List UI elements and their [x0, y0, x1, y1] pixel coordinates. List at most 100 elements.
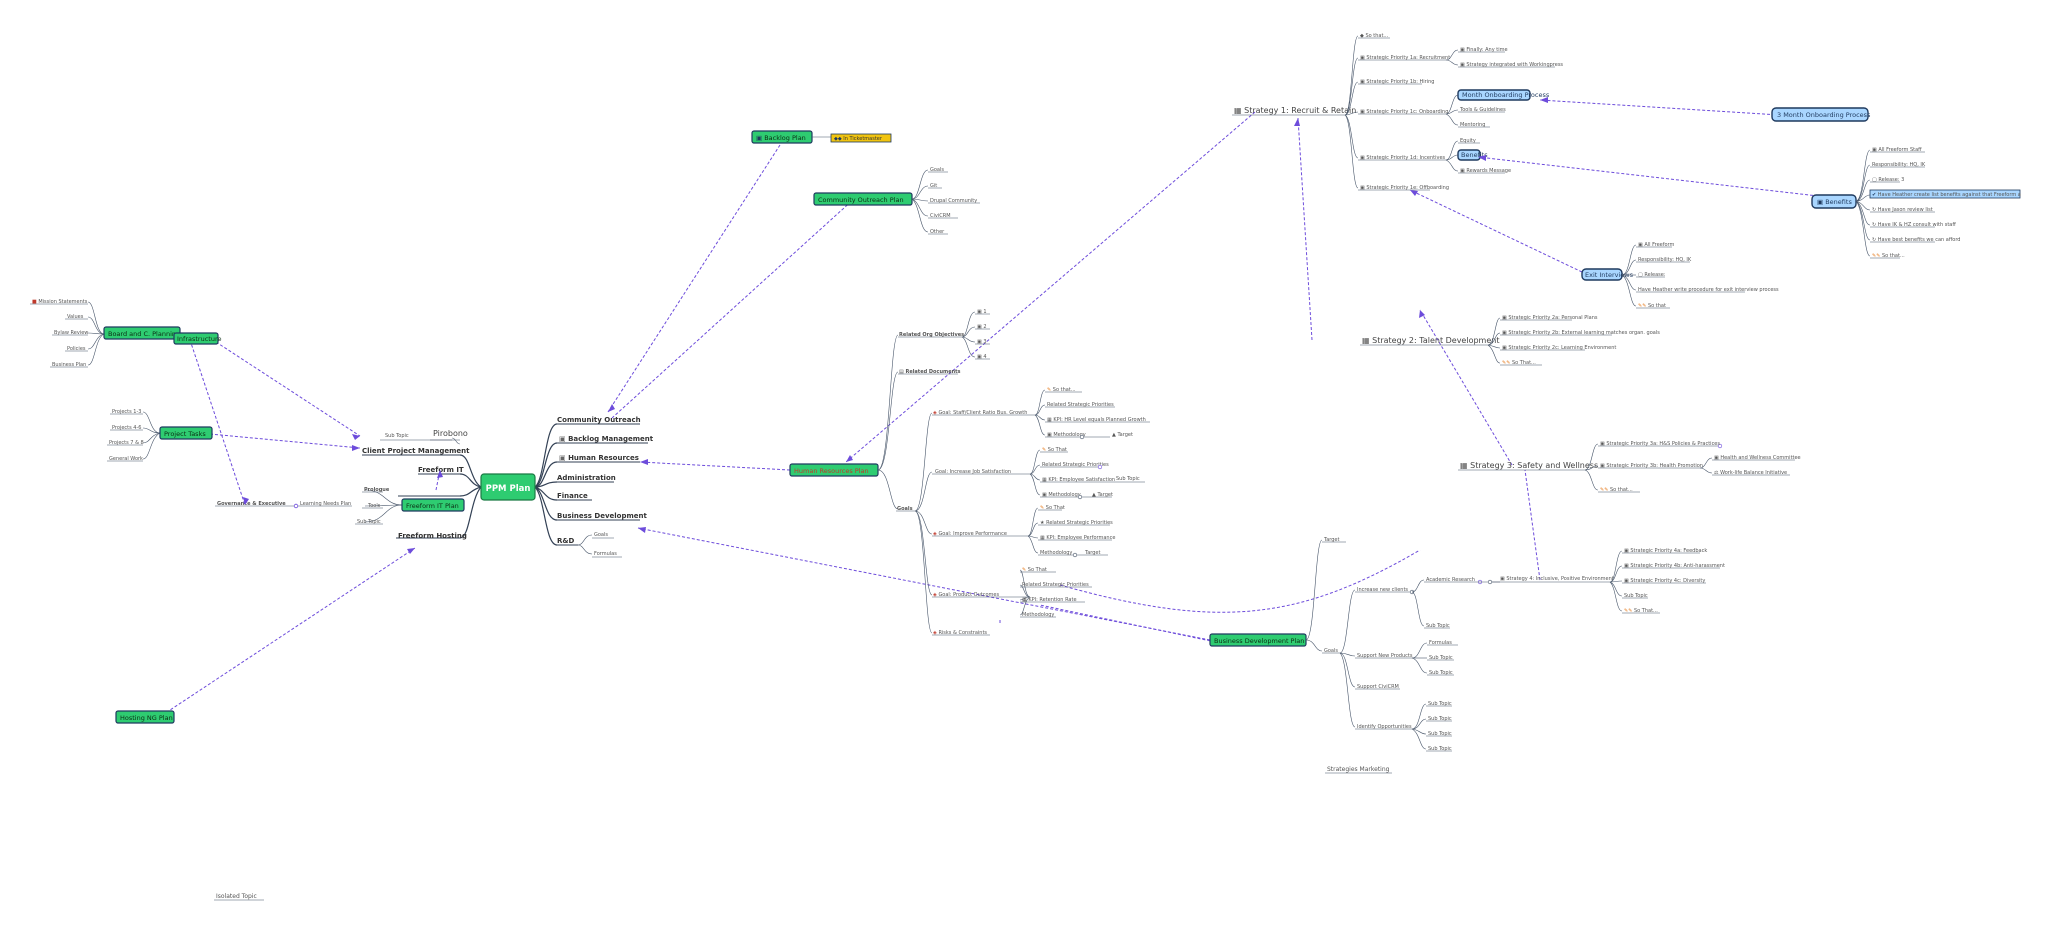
bd-identify-item-0[interactable]: Sub Topic	[1428, 701, 1452, 707]
community-item-4[interactable]: Other	[930, 229, 945, 235]
goal1-item-0[interactable]: ✎ So that...	[1047, 387, 1076, 393]
pirobono-sub-topic[interactable]: Sub Topic	[385, 433, 409, 439]
s3-so-that[interactable]: ✎✎ So that...	[1600, 487, 1633, 493]
benefits-item-7[interactable]: ✎✎ So that...	[1872, 253, 1905, 259]
s1-hiring[interactable]: ▣ Strategic Priority 1b: Hiring	[1360, 79, 1434, 85]
branch-finance[interactable]: Finance	[557, 492, 588, 500]
freeform-it-plan-box[interactable]	[401, 498, 465, 512]
goal1-target[interactable]: ▲ Target	[1112, 432, 1133, 438]
s1-offboarding[interactable]: ▣ Strategic Priority 1e: Offboarding	[1360, 185, 1449, 191]
benefits-selected-item[interactable]	[1869, 189, 2021, 199]
objective-2[interactable]: ▣ 2	[977, 324, 987, 330]
benefits-item-4[interactable]: ↻ Have Jason review list	[1872, 207, 1933, 213]
strategies-marketing[interactable]: Strategies Marketing	[1327, 766, 1390, 773]
rd-formulas[interactable]: Formulas	[594, 551, 617, 557]
governance-label[interactable]: Governance & Executive	[217, 501, 286, 507]
board-item-2[interactable]: Bylaw Review	[54, 330, 88, 336]
goal4-item-1[interactable]: Related Strategic Priorities	[1022, 582, 1089, 588]
branch-backlog-management[interactable]: ▣ Backlog Management	[559, 435, 654, 443]
goal2-item-0[interactable]: ✎ So That	[1042, 447, 1067, 453]
goal1-item-1[interactable]: Related Strategic Priorities	[1047, 402, 1114, 408]
project-item-3[interactable]: General Work	[109, 456, 143, 462]
bd-support-item-2[interactable]: Sub Topic	[1429, 670, 1453, 676]
community-item-0[interactable]: Goals	[930, 167, 944, 173]
benefits-box[interactable]	[1811, 194, 1857, 209]
goal3-item-0[interactable]: ✎ So That	[1040, 505, 1065, 511]
month-onboarding-box[interactable]	[1457, 89, 1531, 101]
hr-goal-1[interactable]: ◈ Goal: Staff/Client Ratio Bus. Growth	[933, 410, 1027, 416]
s1-incentive-item-2[interactable]: ▣ Rewards Message	[1460, 168, 1511, 174]
exit-interviews-box[interactable]	[1581, 268, 1623, 281]
branch-rd[interactable]: R&D	[557, 537, 574, 545]
s2-item-2[interactable]: ▣ Strategic Priority 2c: Learning Enviro…	[1502, 345, 1616, 351]
onboarding-process-box[interactable]	[1771, 107, 1869, 122]
strategy4-title[interactable]: ▣ Strategy 4: Inclusive, Positive Enviro…	[1500, 576, 1614, 582]
goal4-item-0[interactable]: ✎ So That	[1022, 567, 1047, 573]
s3-p3b[interactable]: ▣ Strategic Priority 3b: Health Promotio…	[1600, 463, 1703, 469]
bd-identify-item-3[interactable]: Sub Topic	[1428, 746, 1452, 752]
benefits-item-6[interactable]: ↻ Have best benefits we can afford	[1872, 237, 1960, 243]
s2-item-1[interactable]: ▣ Strategic Priority 2b: External learni…	[1502, 330, 1660, 336]
hr-related-objectives[interactable]: Related Org Objectives	[899, 332, 964, 338]
goal2-subtopic[interactable]: Sub Topic	[1116, 476, 1140, 482]
s1-onboarding-item-1[interactable]: Tools & Guidelines	[1459, 107, 1506, 113]
goal1-item-3[interactable]: ▣ Methodology	[1047, 432, 1086, 438]
objective-3[interactable]: ▣ 3	[977, 339, 987, 345]
exit-item-2[interactable]: ▢ Release:	[1638, 272, 1666, 278]
hr-risks[interactable]: ◈ Risks & Constraints	[933, 630, 987, 636]
goal1-item-2[interactable]: ▦ KPI: HR Level equals Planned Growth	[1047, 417, 1146, 423]
community-item-1[interactable]: Git	[930, 183, 937, 189]
bd-identify[interactable]: Identify Opportunities	[1357, 724, 1412, 730]
s1-so-that[interactable]: ◆ So that...	[1360, 33, 1389, 39]
isolated-topic[interactable]: Isolated Topic	[216, 893, 257, 900]
goal4-item-2[interactable]: ▦ KPI: Retention Rate	[1022, 597, 1077, 603]
s1-recruit-item-1[interactable]: ▣ Strategy integrated with Workingpress	[1460, 62, 1563, 68]
community-item-2[interactable]: Drupal Community	[930, 198, 977, 204]
learning-needs-label[interactable]: Learning Needs Plan	[300, 501, 351, 507]
bd-identify-item-1[interactable]: Sub Topic	[1428, 716, 1452, 722]
it-item-2[interactable]: Sub Topic	[357, 519, 381, 525]
goal4-item-3[interactable]: Methodology	[1022, 612, 1054, 618]
branch-freeform-it[interactable]: Freeform IT	[418, 466, 464, 474]
board-item-1[interactable]: Values	[67, 314, 84, 320]
goal2-item-2[interactable]: ▦ KPI: Employee Satisfaction	[1042, 477, 1115, 483]
hr-goal-2[interactable]: Goal: Increase Job Satisfaction	[935, 469, 1011, 475]
goal3-item-2[interactable]: ▦ KPI: Employee Performance	[1040, 535, 1115, 541]
benefits-item-0[interactable]: ▣ All Freeform Staff	[1872, 147, 1922, 153]
board-item-3[interactable]: Policies	[67, 346, 86, 352]
s2-item-0[interactable]: ▣ Strategic Priority 2a: Personal Plans	[1502, 315, 1598, 321]
branch-client-project-management[interactable]: Client Project Management	[362, 447, 470, 455]
strategy2-title[interactable]: ▦ Strategy 2: Talent Development	[1362, 336, 1499, 345]
exit-item-1[interactable]: Responsibility: HQ, IK	[1638, 257, 1692, 263]
branch-administration[interactable]: Administration	[557, 474, 616, 482]
objective-4[interactable]: ▣ 4	[977, 354, 987, 360]
goal2-item-1[interactable]: Related Strategic Priorities	[1042, 462, 1109, 468]
objective-1[interactable]: ▣ 1	[977, 309, 987, 315]
project-tasks-box[interactable]	[159, 426, 213, 440]
bd-increase-clients[interactable]: Increase new clients	[1357, 587, 1408, 593]
bd-goals[interactable]: Goals	[1324, 648, 1338, 654]
infrastructure-box[interactable]	[173, 332, 219, 345]
branch-human-resources[interactable]: ▣ Human Resources	[559, 454, 639, 462]
branch-freeform-hosting[interactable]: Freeform Hosting	[398, 532, 467, 540]
project-item-1[interactable]: Projects 4-6	[112, 425, 141, 431]
s2-item-3[interactable]: ✎✎ So That...	[1502, 360, 1536, 366]
bd-support-products[interactable]: Support New Products	[1357, 653, 1413, 659]
s1-onboarding[interactable]: ▣ Strategic Priority 1c: Onboarding	[1360, 109, 1448, 115]
bd-target[interactable]: Target	[1323, 537, 1340, 543]
branch-business-development[interactable]: Business Development	[557, 512, 647, 520]
strategy3-title[interactable]: ▦ Strategy 3: Safety and Wellness	[1460, 461, 1598, 470]
branch-community-outreach[interactable]: Community Outreach	[557, 416, 641, 424]
hr-goal-3[interactable]: ◈ Goal: Improve Performance	[933, 531, 1007, 537]
pirobono-label[interactable]: Pirobono	[433, 429, 468, 438]
hr-goal-4[interactable]: ◈ Goal: Product Outcomes	[933, 592, 999, 598]
community-item-3[interactable]: CiviCRM	[930, 213, 951, 219]
exit-item-3[interactable]: Have Heather write procedure for exit in…	[1638, 287, 1779, 293]
goal2-item-3[interactable]: ▣ Methodology	[1042, 492, 1081, 498]
ticketmaster-tag[interactable]	[830, 133, 892, 143]
it-item-1[interactable]: Tools	[367, 503, 381, 509]
goal2-target[interactable]: ▲ Target	[1092, 492, 1113, 498]
s1-incentive-item-0[interactable]: Equity	[1460, 138, 1476, 144]
hr-goals[interactable]: Goals	[897, 506, 913, 512]
bd-sub-topic[interactable]: Sub Topic	[1426, 623, 1450, 629]
